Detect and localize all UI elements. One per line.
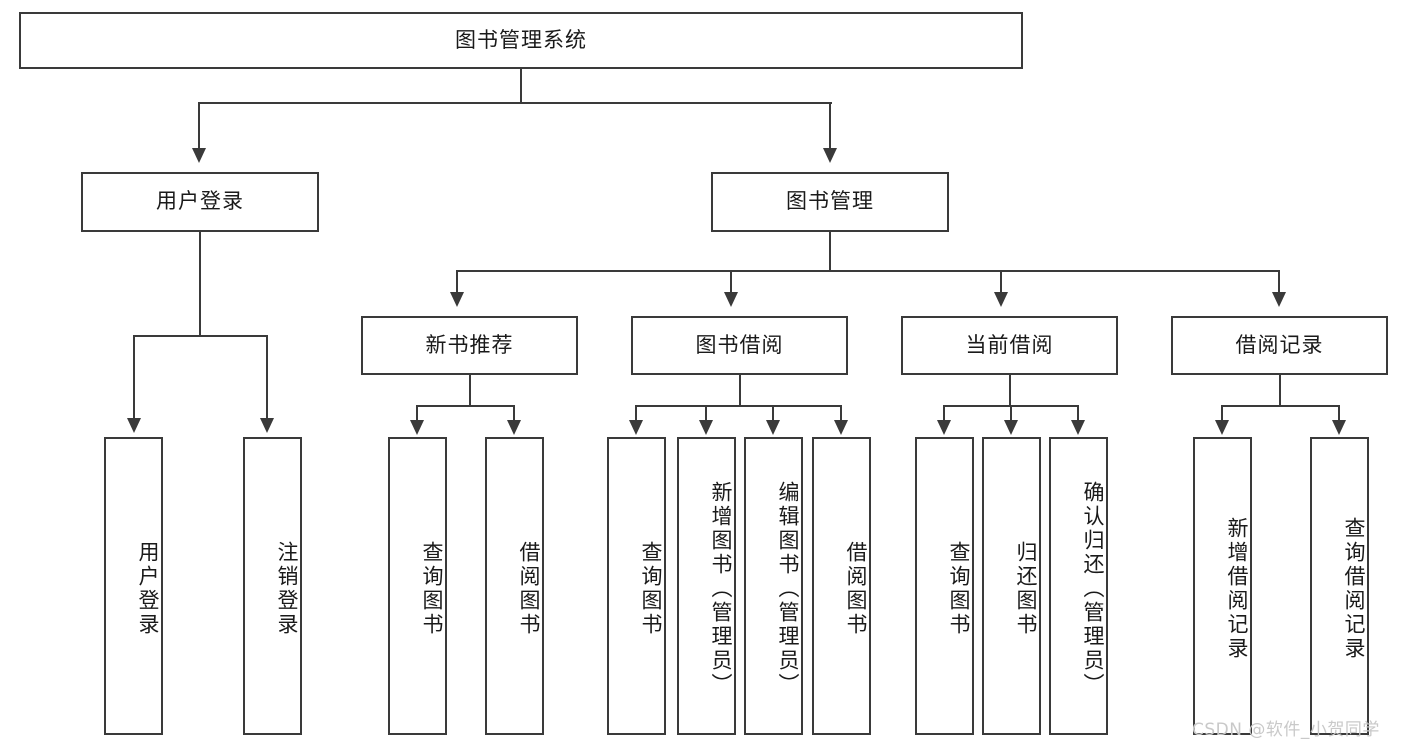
connector-root-to-user-login (198, 102, 200, 150)
node-label: 查询借阅记录 (1342, 517, 1366, 661)
connector-bm-child-3 (1000, 270, 1002, 294)
node-label: 归还图书 (1014, 541, 1038, 637)
arrowhead-new-book-recommend (450, 292, 464, 307)
leaf-bb-query-book[interactable]: 查询图书 (607, 437, 666, 735)
leaf-br-add-record[interactable]: 新增借阅记录 (1193, 437, 1252, 735)
connector-root-to-book-management (829, 102, 831, 150)
connector-book-management-stem (829, 232, 831, 271)
leaf-br-query-record[interactable]: 查询借阅记录 (1310, 437, 1369, 735)
connector-cb-child-3 (1077, 405, 1079, 422)
connector-nbr-child-2 (513, 405, 515, 422)
node-label: 用户登录 (136, 541, 160, 637)
arrowhead-bb-borrow-book (834, 420, 848, 435)
node-label: 查询图书 (947, 541, 971, 637)
leaf-bb-add-book[interactable]: 新增图书（管理员） (677, 437, 736, 735)
connector-user-login-bus (133, 335, 268, 337)
node-label: 图书管理系统 (455, 27, 587, 52)
arrowhead-br-query-record (1332, 420, 1346, 435)
leaf-logout[interactable]: 注销登录 (243, 437, 302, 735)
connector-br-stem (1279, 375, 1281, 406)
node-label: 查询图书 (639, 541, 663, 637)
arrowhead-borrow-record (1272, 292, 1286, 307)
connector-bm-child-1 (456, 270, 458, 294)
arrowhead-bb-add-book (699, 420, 713, 435)
node-label: 编辑图书（管理员） (776, 481, 800, 697)
node-label: 图书管理 (786, 189, 874, 214)
node-label: 借阅图书 (517, 541, 541, 637)
leaf-bb-borrow-book[interactable]: 借阅图书 (812, 437, 871, 735)
leaf-nbr-borrow-book[interactable]: 借阅图书 (485, 437, 544, 735)
arrowhead-cb-confirm-return (1071, 420, 1085, 435)
node-current-borrow[interactable]: 当前借阅 (901, 316, 1118, 375)
node-user-login[interactable]: 用户登录 (81, 172, 319, 232)
arrowhead-bb-edit-book (766, 420, 780, 435)
node-root-book-management-system[interactable]: 图书管理系统 (19, 12, 1023, 69)
node-label: 新书推荐 (425, 332, 514, 357)
connector-cb-child-1 (943, 405, 945, 422)
connector-cb-stem (1009, 375, 1011, 406)
connector-bb-child-4 (840, 405, 842, 422)
node-label: 查询图书 (420, 541, 444, 637)
node-label: 当前借阅 (965, 332, 1054, 357)
connector-bb-stem (739, 375, 741, 406)
leaf-nbr-query-book[interactable]: 查询图书 (388, 437, 447, 735)
leaf-cb-return-book[interactable]: 归还图书 (982, 437, 1041, 735)
node-book-management[interactable]: 图书管理 (711, 172, 949, 232)
node-label: 注销登录 (275, 541, 299, 637)
connector-user-login-stem (199, 232, 201, 336)
connector-nbr-bus (416, 405, 515, 407)
arrowhead-current-borrow (994, 292, 1008, 307)
node-label: 确认归还（管理员） (1081, 481, 1105, 697)
arrowhead-cb-query-book (937, 420, 951, 435)
node-label: 借阅图书 (844, 541, 868, 637)
node-label: 新增借阅记录 (1225, 517, 1249, 661)
connector-root-bus (198, 102, 832, 104)
connector-nbr-child-1 (416, 405, 418, 422)
connector-bm-child-2 (730, 270, 732, 294)
node-label: 用户登录 (156, 189, 244, 214)
connector-bb-child-1 (635, 405, 637, 422)
connector-br-child-1 (1221, 405, 1223, 422)
arrowhead-nbr-query-book (410, 420, 424, 435)
connector-bb-child-3 (772, 405, 774, 422)
arrowhead-cb-return-book (1004, 420, 1018, 435)
arrowhead-book-management (823, 148, 837, 163)
leaf-cb-confirm-return[interactable]: 确认归还（管理员） (1049, 437, 1108, 735)
arrowhead-br-add-record (1215, 420, 1229, 435)
connector-bb-bus (635, 405, 841, 407)
node-new-book-recommend[interactable]: 新书推荐 (361, 316, 578, 375)
node-label: 借阅记录 (1235, 332, 1324, 357)
connector-br-bus (1221, 405, 1339, 407)
connector-cb-child-2 (1010, 405, 1012, 422)
connector-bb-child-2 (705, 405, 707, 422)
arrowhead-bb-query-book (629, 420, 643, 435)
connector-user-login-child-1 (133, 335, 135, 420)
arrowhead-leaf-user-login (127, 418, 141, 433)
arrowhead-user-login (192, 148, 206, 163)
arrowhead-book-borrow (724, 292, 738, 307)
leaf-bb-edit-book[interactable]: 编辑图书（管理员） (744, 437, 803, 735)
arrowhead-nbr-borrow-book (507, 420, 521, 435)
connector-root-stem (520, 69, 522, 103)
leaf-user-login[interactable]: 用户登录 (104, 437, 163, 735)
connector-nbr-stem (469, 375, 471, 406)
node-borrow-record[interactable]: 借阅记录 (1171, 316, 1388, 375)
connector-br-child-2 (1338, 405, 1340, 422)
connector-book-management-bus (456, 270, 1280, 272)
node-label: 新增图书（管理员） (709, 481, 733, 697)
node-label: 图书借阅 (695, 332, 784, 357)
leaf-cb-query-book[interactable]: 查询图书 (915, 437, 974, 735)
arrowhead-leaf-logout (260, 418, 274, 433)
connector-bm-child-4 (1278, 270, 1280, 294)
node-book-borrow[interactable]: 图书借阅 (631, 316, 848, 375)
connector-user-login-child-2 (266, 335, 268, 420)
